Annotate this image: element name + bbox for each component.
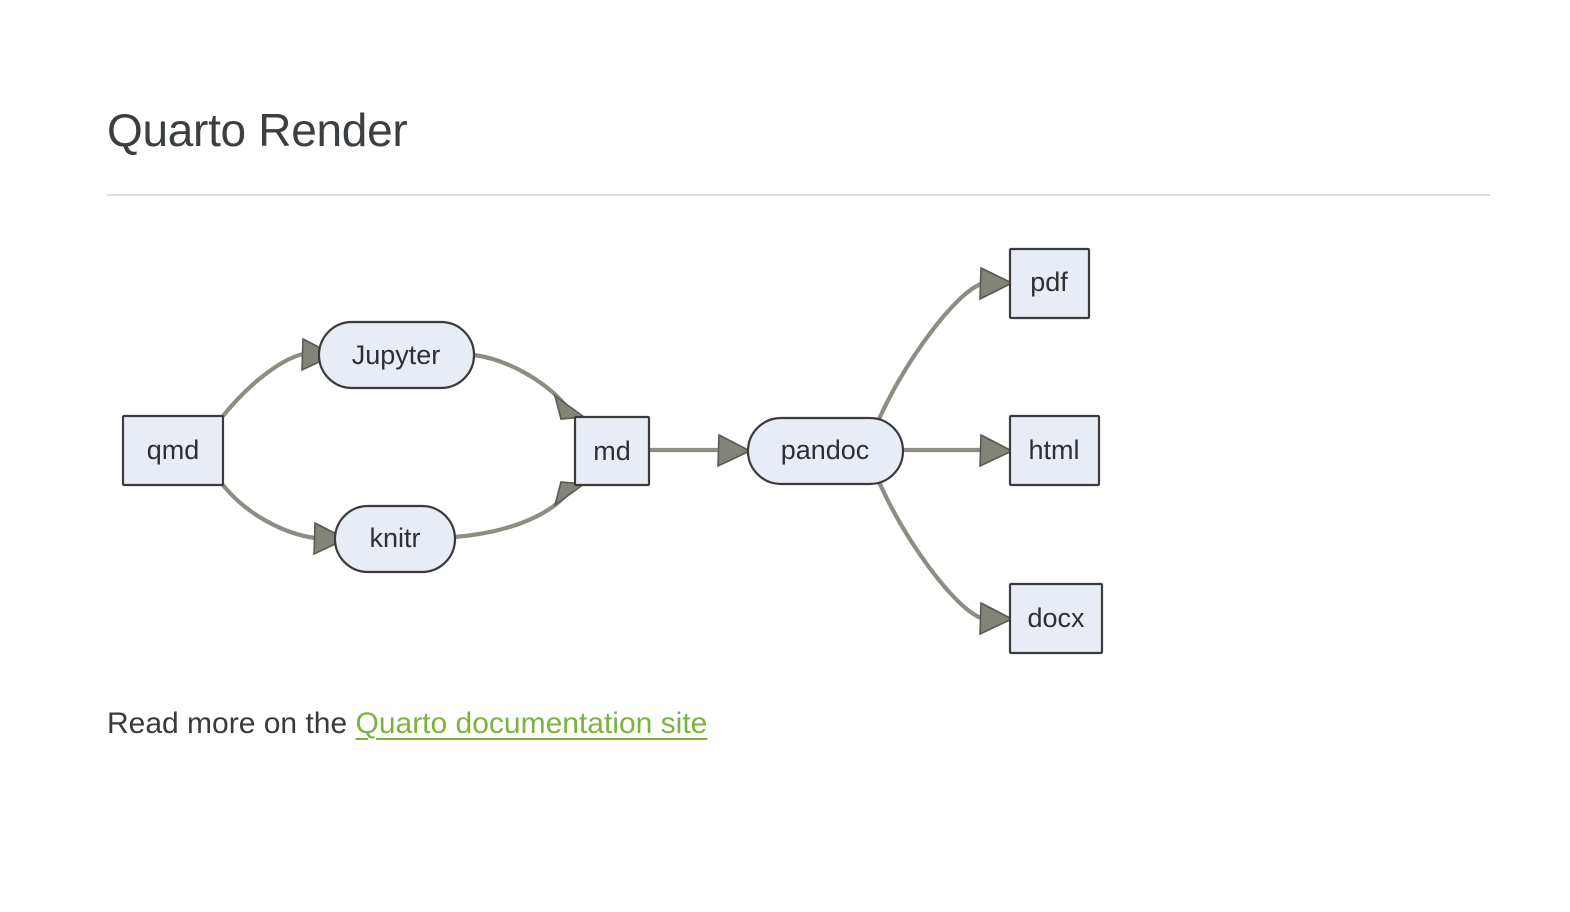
node-html-shape[interactable] (1008, 414, 1101, 487)
node-jupyter-label: Jupyter (352, 340, 441, 370)
arrowhead-jupyter-to-md (553, 394, 587, 420)
edge-qmd-to-jupyter (221, 351, 304, 418)
arrowhead-qmd-to-knitr (313, 521, 348, 556)
node-qmd[interactable]: qmd (121, 414, 225, 487)
node-html-label: html (1028, 435, 1079, 465)
node-md[interactable]: md (573, 415, 651, 487)
node-pandoc[interactable]: pandoc (746, 416, 905, 486)
node-pdf-label: pdf (1030, 267, 1068, 297)
arrowhead-pandoc-to-pdf (979, 266, 1014, 301)
node-layer: qmd Jupyter knitr md (121, 247, 1104, 655)
node-pdf-shape[interactable] (1008, 247, 1091, 320)
node-jupyter[interactable]: Jupyter (317, 320, 476, 390)
arrowhead-md-to-pandoc (717, 433, 752, 468)
flowchart-canvas: qmd Jupyter knitr md (121, 247, 1104, 655)
arrowhead-pandoc-to-docx (979, 601, 1014, 636)
edge-pandoc-to-pdf (877, 282, 982, 420)
node-md-shape[interactable] (573, 415, 651, 487)
node-knitr-label: knitr (369, 523, 420, 553)
node-pdf[interactable]: pdf (1008, 247, 1091, 320)
read-more-paragraph: Read more on the Quarto documentation si… (107, 702, 707, 746)
node-html[interactable]: html (1008, 414, 1101, 487)
node-md-label: md (593, 436, 631, 466)
node-knitr[interactable]: knitr (333, 504, 457, 574)
quarto-documentation-link[interactable]: Quarto documentation site (355, 707, 708, 740)
node-docx[interactable]: docx (1008, 582, 1104, 655)
node-qmd-label: qmd (147, 435, 200, 465)
title-divider (107, 194, 1490, 196)
edge-jupyter-to-md (473, 352, 568, 408)
read-more-lead-text: Read more on the (107, 707, 356, 740)
node-jupyter-shape[interactable] (317, 320, 476, 390)
node-pandoc-label: pandoc (781, 435, 870, 465)
edge-layer (221, 266, 1014, 636)
page-title: Quarto Render (107, 104, 408, 156)
edge-qmd-to-knitr (221, 483, 316, 541)
node-docx-label: docx (1027, 603, 1085, 633)
node-pandoc-shape[interactable] (746, 416, 905, 486)
arrowhead-pandoc-to-html (979, 433, 1014, 468)
node-docx-shape[interactable] (1008, 582, 1104, 655)
edge-pandoc-to-docx (877, 481, 982, 620)
arrowhead-knitr-to-md (553, 481, 587, 507)
node-knitr-shape[interactable] (333, 504, 457, 574)
node-qmd-shape[interactable] (121, 414, 225, 487)
quarto-render-flowchart: qmd Jupyter knitr md (107, 218, 1167, 658)
